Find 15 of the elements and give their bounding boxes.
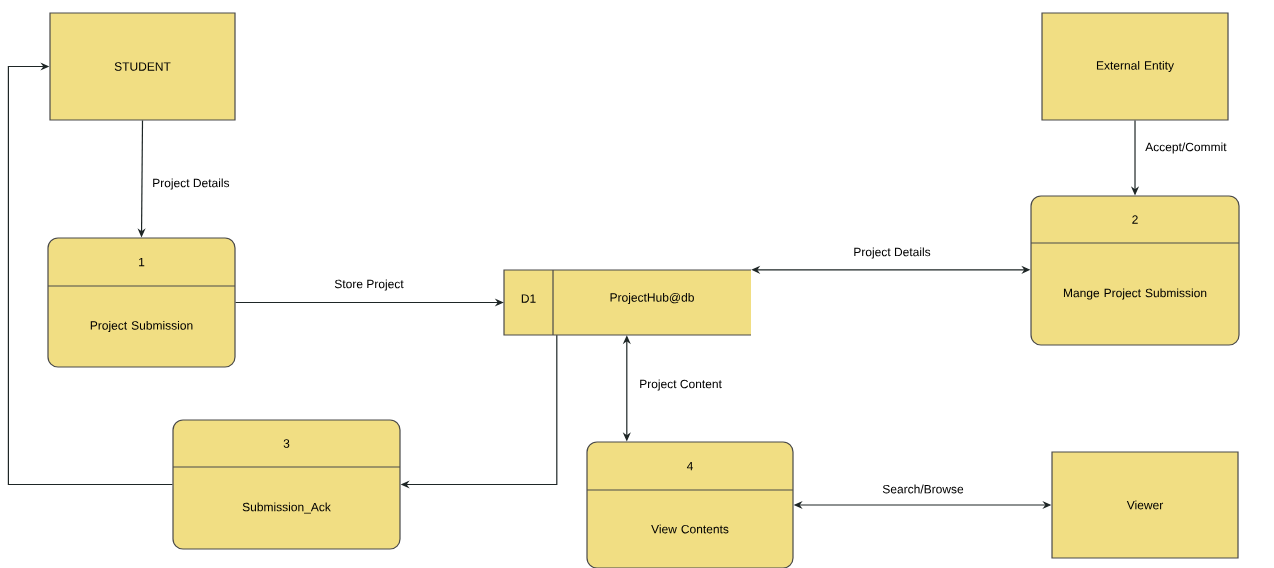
process-box: 4 View Contents <box>586 441 794 568</box>
arrow <box>7 62 173 486</box>
edge-label: Project Details <box>150 176 232 192</box>
edge-label: Search/Browse <box>880 482 966 496</box>
process-box: 2 Mange Project Submission <box>1030 195 1240 346</box>
entity-box: STUDENT <box>49 12 236 121</box>
data-store: D1 ProjectHub@db <box>503 269 752 336</box>
entity-box: External Entity <box>1041 12 1229 121</box>
edge-label: Store Project <box>332 277 406 293</box>
edge-label: Accept/Commit <box>1143 140 1229 156</box>
process-box: 3 Submission_Ack <box>172 419 401 550</box>
edge-label: Project Details <box>851 245 933 261</box>
entity-box: Viewer <box>1051 451 1239 559</box>
edge-label: Project Content <box>637 377 724 393</box>
process-box: 1 Project Submission <box>47 237 236 368</box>
